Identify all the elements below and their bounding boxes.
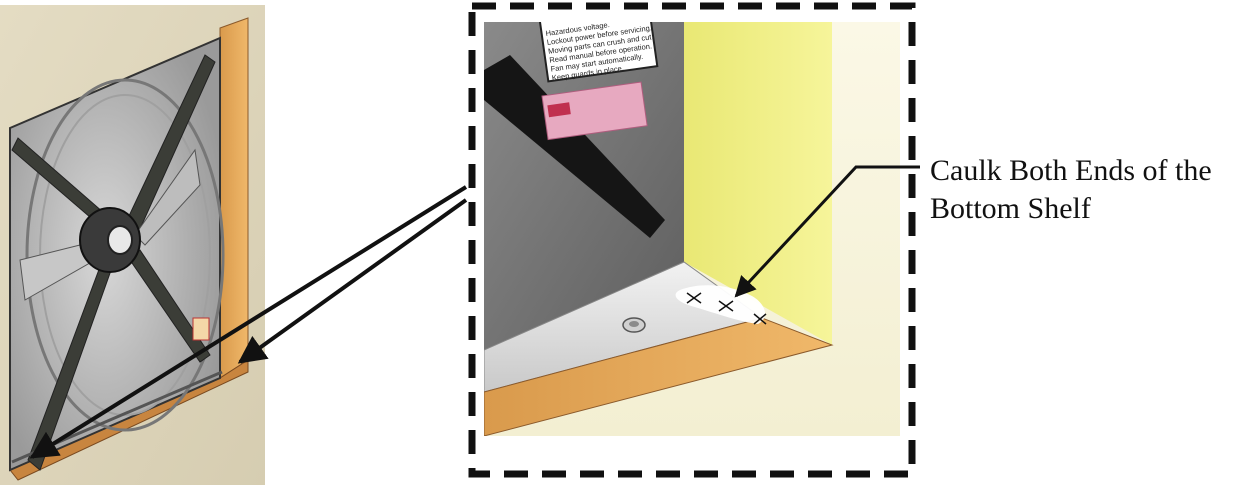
zoom-arrow bbox=[240, 200, 466, 362]
callout-label: Caulk Both Ends of the Bottom Shelf bbox=[930, 152, 1230, 228]
bolt-icon-center bbox=[629, 321, 639, 327]
zoom-detail: Hazardous voltage. Lockout power before … bbox=[484, 0, 900, 436]
callout-line-1: Caulk Both Ends of the bbox=[930, 152, 1230, 190]
fan-hub bbox=[108, 226, 132, 254]
small-warning-sticker bbox=[193, 318, 209, 340]
callout-line-2: Bottom Shelf bbox=[930, 190, 1230, 228]
fan-unit-illustration bbox=[0, 5, 265, 485]
